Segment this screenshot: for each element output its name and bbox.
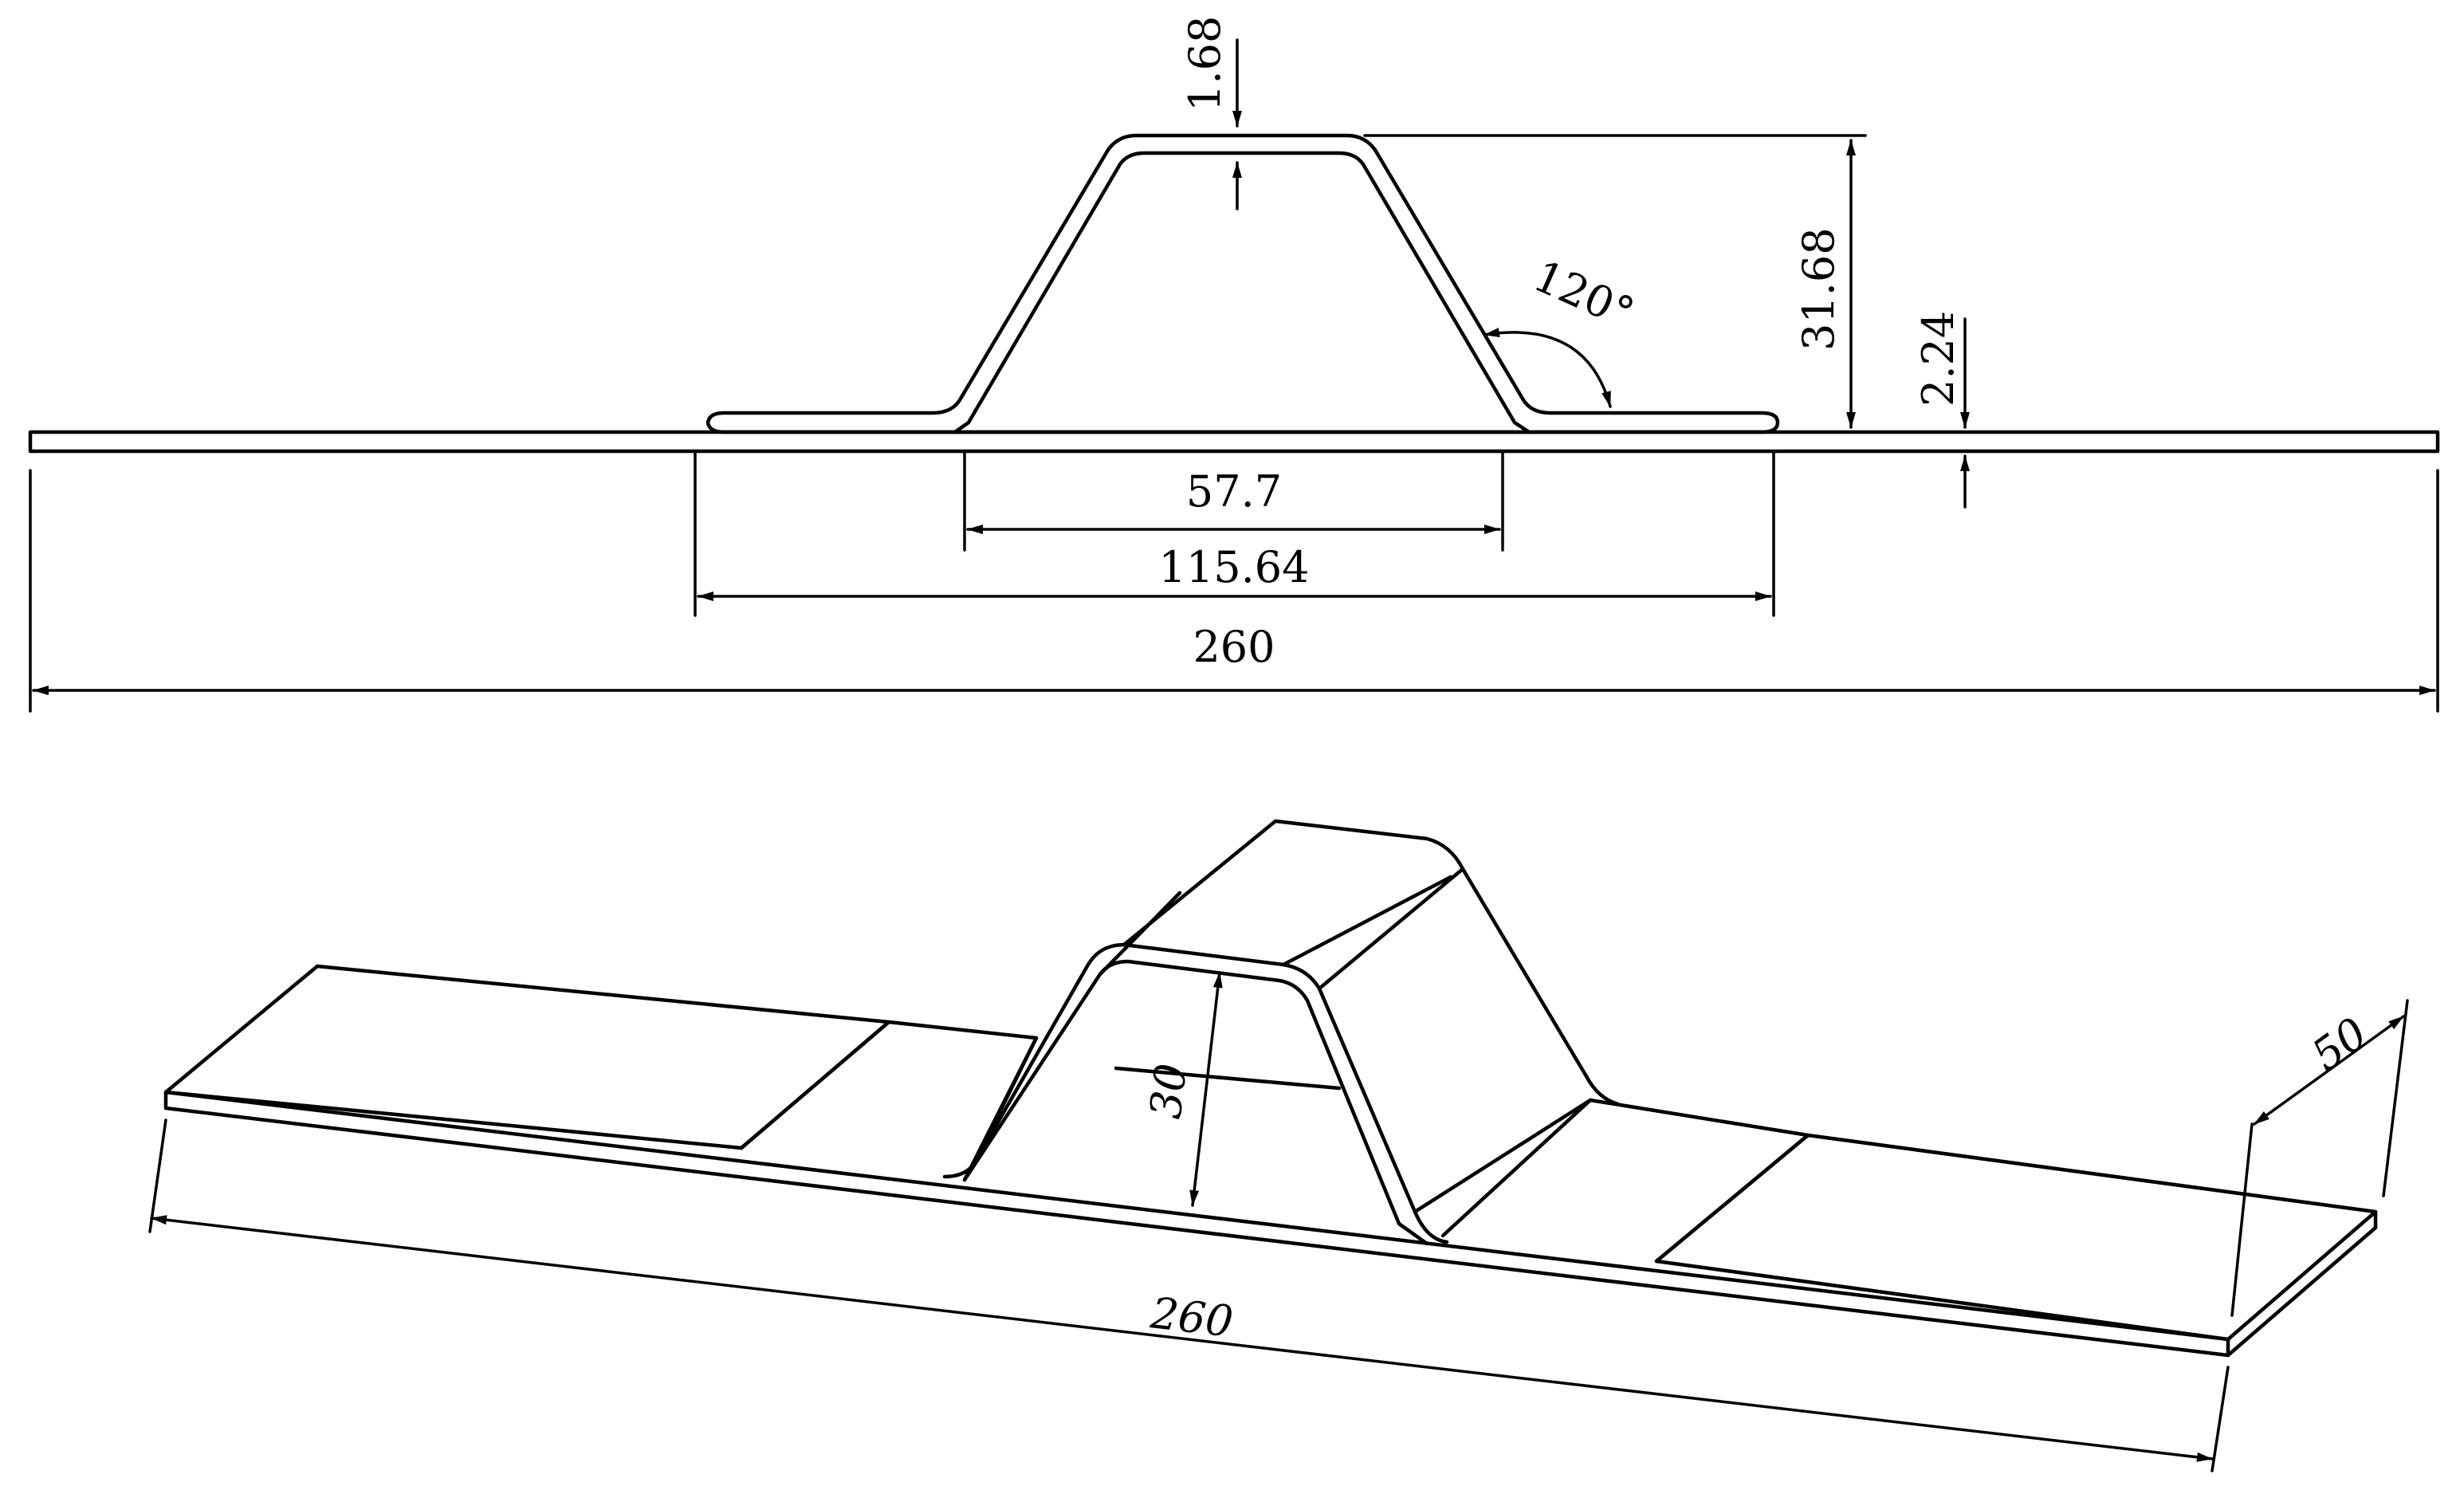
hat-slope-edge-left <box>1098 890 1182 977</box>
hat-inner-back-edge <box>1114 1066 1342 1091</box>
dim-iso-width: 50 <box>2303 1008 2377 1080</box>
hat-slope-edge-left <box>972 1036 1039 1166</box>
extension-line <box>2211 1366 2230 1472</box>
dim-iso-length: 260 <box>1148 1287 1236 1347</box>
dim-flange-width: 115.64 <box>1159 542 1310 592</box>
dim-bend-angle: 120° <box>1527 250 1641 338</box>
dim-top-width: 57.7 <box>1186 466 1282 517</box>
base-plate-top <box>1654 1133 2378 1342</box>
base-plate <box>28 430 2440 454</box>
hat-top-edge <box>1281 875 1453 967</box>
dim-top-thickness: 1.68 <box>1180 16 1230 112</box>
base-plate-side <box>2226 1209 2378 1358</box>
dim-line-iso-length <box>150 1215 2214 1462</box>
hat-top-surface <box>1122 819 1621 1107</box>
hat-profile-outer <box>705 133 1780 434</box>
hat-front-inner <box>962 959 1429 1246</box>
dim-arc-bend-angle <box>1483 328 1612 408</box>
extension-line <box>148 1118 167 1233</box>
hat-slope-edge <box>1413 1098 1593 1214</box>
hat-flange-left <box>739 1020 1039 1182</box>
extension-line <box>2230 1122 2254 1317</box>
elevation-view: 1.68 31.68 120° 2.24 57.7 115.64 260 <box>28 16 2440 713</box>
hat-flange-right <box>1440 1098 1810 1264</box>
dim-base-thickness: 2.24 <box>1913 311 1963 407</box>
hat-slope-edge <box>1317 867 1465 991</box>
dim-line-iso-hat-height <box>1189 971 1223 1207</box>
hat-profile-inner <box>953 151 1531 434</box>
dim-line-iso-width <box>2253 1015 2405 1126</box>
dim-iso-hat-height: 30 <box>1140 1061 1197 1122</box>
isometric-view: 30 50 260 <box>148 819 2409 1472</box>
dim-hat-height: 31.68 <box>1794 227 1844 351</box>
dim-overall-length: 260 <box>1193 622 1275 672</box>
